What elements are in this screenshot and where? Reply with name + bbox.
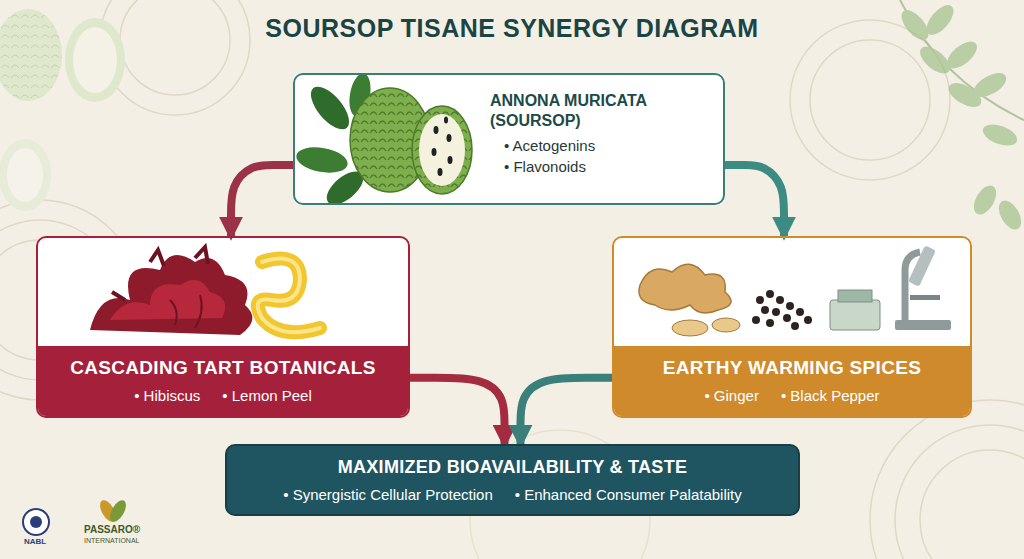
nabl-logo <box>23 509 49 535</box>
microscope-illustration <box>830 245 951 330</box>
logo-text: NABL <box>24 537 46 546</box>
ingredient-box: EARTHY WARMING SPICES • Ginger • Black Pep… <box>612 236 972 418</box>
lemon-peel-illustration <box>258 259 320 333</box>
diagram-title: SOURSOP TISANE SYNERGY DIAGRAM <box>0 14 1024 43</box>
leaves <box>897 0 1024 233</box>
node-heading: ANNONA MURICATA (SOURSOP) <box>490 91 709 131</box>
node-heading: EARTHY WARMING SPICES <box>624 356 960 380</box>
logo-text: PASSARO® <box>84 524 140 535</box>
panel <box>36 236 410 348</box>
bullet-item: • Lemon Peel <box>222 387 311 404</box>
bullet-item: • Flavonoids <box>504 158 709 177</box>
faint-soursop <box>0 9 125 211</box>
node-heading: CASCADING TART BOTANICALS <box>48 356 398 380</box>
node-heading: MAXIMIZED BIOAVAILABILITY & TASTE <box>239 456 786 479</box>
black-pepper-illustration <box>752 290 812 330</box>
ingredient-box: CASCADING TART BOTANICALS • Hibiscus • Lem… <box>36 236 410 418</box>
bullet-item: • Acetogenins <box>504 137 709 156</box>
flow-arrow <box>521 378 613 444</box>
bullet-item: • Black Pepper <box>781 387 880 404</box>
result-box: MAXIMIZED BIOAVAILABILITY & TASTE • Syner… <box>225 444 800 516</box>
logo-text: INTERNATIONAL <box>84 537 140 544</box>
soursop-illustration <box>294 72 472 211</box>
bullet-item: • Hibiscus <box>134 387 200 404</box>
bullet-item: • Ginger <box>704 387 758 404</box>
bullet-item: • Enhanced Consumer Palatability <box>515 486 742 503</box>
bullet-item: • Synergistic Cellular Protection <box>283 486 493 503</box>
passaro-logo <box>97 498 129 525</box>
hibiscus-illustration <box>90 247 252 335</box>
ingredient-box: ANNONA MURICATA (SOURSOP) • Acetogenins • … <box>293 73 725 205</box>
ginger-illustration <box>639 264 740 336</box>
panel <box>612 236 972 348</box>
flow-arrow <box>410 378 505 444</box>
flow-arrow <box>231 165 293 236</box>
flow-arrow <box>725 165 784 236</box>
